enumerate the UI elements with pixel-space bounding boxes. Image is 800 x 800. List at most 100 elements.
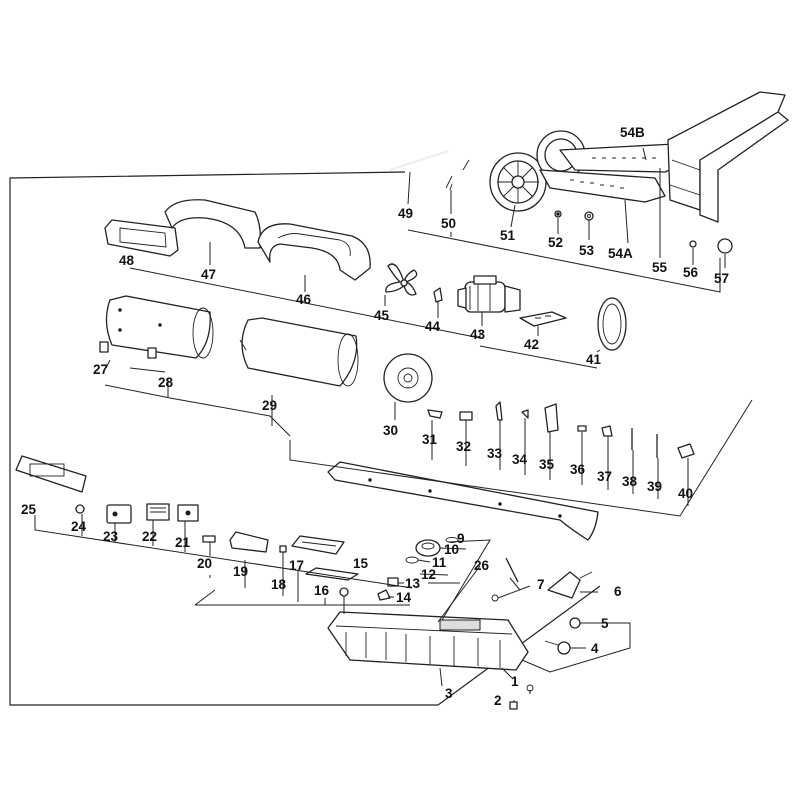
- label-11: 11: [432, 555, 447, 570]
- label-27: 27: [93, 362, 108, 377]
- part-52-washer: [554, 210, 562, 218]
- label-36: 36: [570, 462, 586, 477]
- part-27-clips: [99, 341, 157, 359]
- part-24-knob: [75, 504, 85, 514]
- label-32: 32: [456, 439, 471, 454]
- part-3-fuel-tank: [327, 611, 529, 671]
- label-53: 53: [579, 243, 595, 258]
- label-14: 14: [396, 590, 412, 605]
- label-5: 5: [601, 616, 609, 631]
- label-3: 3: [445, 686, 453, 701]
- label-22: 22: [142, 529, 157, 544]
- label-25: 25: [21, 502, 37, 517]
- label-13: 13: [405, 576, 421, 591]
- label-38: 38: [622, 474, 638, 489]
- label-35: 35: [539, 457, 555, 472]
- label-54B: 54B: [620, 125, 645, 140]
- label-24: 24: [71, 519, 87, 534]
- label-47: 47: [201, 267, 216, 282]
- label-51: 51: [500, 228, 516, 243]
- part-16-plate: [305, 567, 359, 581]
- part-19-control-module: [229, 531, 269, 553]
- label-40: 40: [678, 486, 693, 501]
- part-28-outer-shell: [105, 295, 214, 359]
- label-28: 28: [158, 375, 174, 390]
- part-41-fan-guard: [597, 297, 627, 351]
- part-23-switch: [106, 504, 132, 524]
- part-43-motor: [457, 275, 521, 313]
- part-17-pcb: [291, 535, 345, 555]
- label-26: 26: [474, 558, 490, 573]
- part-48-guard: [104, 219, 179, 257]
- part-9-gasket: [445, 537, 459, 543]
- label-39: 39: [647, 479, 662, 494]
- label-50: 50: [441, 216, 456, 231]
- label-42: 42: [524, 337, 539, 352]
- label-54A: 54A: [608, 246, 633, 261]
- part-18-terminal: [279, 545, 287, 553]
- label-9: 9: [457, 531, 465, 546]
- part-49-axle: [389, 150, 449, 171]
- label-18: 18: [271, 577, 287, 592]
- label-56: 56: [683, 265, 699, 280]
- part-36-screw: [577, 425, 587, 432]
- part-34-clip: [521, 409, 529, 419]
- part-5-cap: [569, 617, 581, 629]
- part-26-fuel-pickup: [505, 557, 519, 583]
- label-10: 10: [444, 542, 459, 557]
- label-34: 34: [512, 452, 528, 467]
- part-10-cap: [415, 539, 441, 557]
- label-48: 48: [119, 253, 135, 268]
- label-7: 7: [537, 577, 545, 592]
- part-32-nozzle: [459, 411, 473, 421]
- part-33-electrode: [495, 401, 503, 421]
- part-35-sensor: [544, 403, 559, 433]
- part-37-fitting: [601, 425, 613, 437]
- label-46: 46: [296, 292, 312, 307]
- part-7-washer: [491, 594, 499, 602]
- label-45: 45: [374, 308, 390, 323]
- part-45-fan-blade: [385, 263, 418, 296]
- part-46-upper-shell-handle: [257, 223, 371, 281]
- part-22-circuit-board: [146, 503, 170, 521]
- part-54A-lower-bracket: [539, 169, 666, 203]
- label-33: 33: [487, 446, 503, 461]
- label-20: 20: [197, 556, 212, 571]
- label-30: 30: [383, 423, 398, 438]
- label-17: 17: [289, 558, 304, 573]
- label-44: 44: [425, 319, 441, 334]
- part-30-burner-plate: [383, 353, 433, 403]
- part-14-fitting: [377, 589, 391, 601]
- part-47-upper-shell: [164, 199, 262, 249]
- part-25-control-panel: [15, 455, 87, 493]
- label-31: 31: [422, 432, 438, 447]
- part-6-gauge: [547, 571, 593, 599]
- part-29-combustion-chamber: [239, 317, 359, 387]
- part-15-washer: [339, 587, 349, 597]
- label-57: 57: [714, 271, 729, 286]
- part-4-drain-plug: [544, 640, 571, 655]
- label-23: 23: [103, 529, 119, 544]
- label-49: 49: [398, 206, 413, 221]
- label-29: 29: [262, 398, 277, 413]
- part-51-wheels: [489, 130, 586, 212]
- label-16: 16: [314, 583, 330, 598]
- label-2: 2: [494, 693, 502, 708]
- part-21-indicator: [177, 504, 199, 522]
- label-21: 21: [175, 535, 191, 550]
- part-2-screw: [509, 701, 518, 710]
- part-56-washer: [689, 240, 697, 248]
- label-52: 52: [548, 235, 563, 250]
- part-20-fuse: [202, 535, 216, 543]
- label-12: 12: [421, 567, 436, 582]
- part-40-sensor: [677, 443, 695, 459]
- label-55: 55: [652, 260, 668, 275]
- label-19: 19: [233, 564, 248, 579]
- part-13-fitting: [387, 577, 399, 587]
- part-11-ring: [405, 556, 419, 564]
- part-57-cap: [717, 238, 733, 254]
- part-53-washer: [584, 211, 594, 221]
- callout-labels: 54B 49 50 51 52 53 54A 55 56 57 48 47 46…: [21, 125, 729, 708]
- label-6: 6: [614, 584, 622, 599]
